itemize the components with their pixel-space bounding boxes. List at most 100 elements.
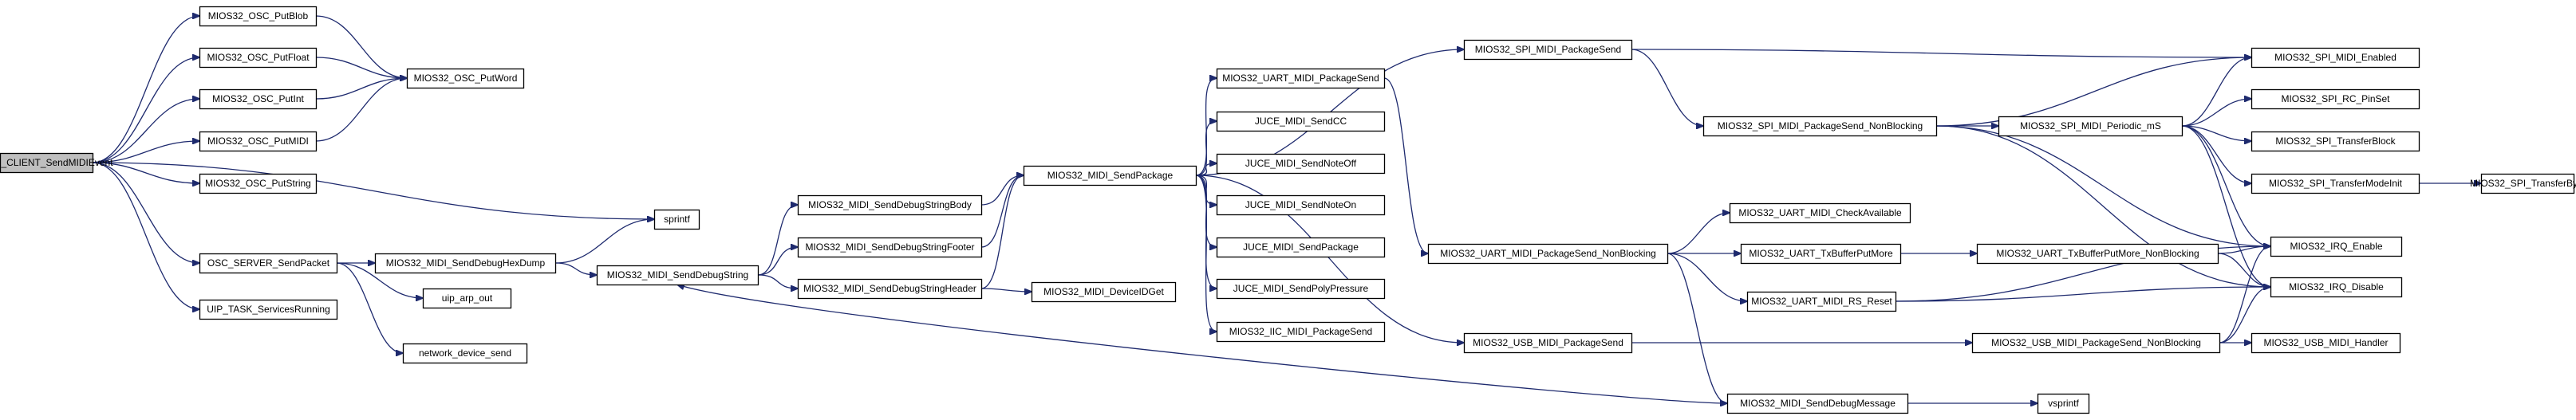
function-node-mios32_midi_deviceidget[interactable]: MIOS32_MIDI_DeviceIDGet	[1031, 281, 1177, 303]
call-edge-mios32_usb_midi_packagesend_nonblocking-to-mios32_irq_enable	[2219, 246, 2270, 343]
function-node-label: MIOS32_MIDI_SendDebugStringFooter	[805, 241, 974, 253]
function-node-mios32_irq_disable[interactable]: MIOS32_IRQ_Disable	[2270, 277, 2403, 298]
function-node-mios32_osc_putmidi[interactable]: MIOS32_OSC_PutMIDI	[199, 131, 318, 152]
function-node-mios32_usb_midi_packagesend_nonblocking[interactable]: MIOS32_USB_MIDI_PackageSend_NonBlocking	[1971, 332, 2221, 354]
function-node-box	[2251, 173, 2420, 194]
function-node-mios32_spi_rc_pinset[interactable]: MIOS32_SPI_RC_PinSet	[2251, 88, 2420, 110]
function-node-mios32_osc_putstring[interactable]: MIOS32_OSC_PutString	[199, 173, 318, 194]
function-node-mios32_uart_midi_packagesend_nonblocking[interactable]: MIOS32_UART_MIDI_PackageSend_NonBlocking	[1427, 243, 1669, 265]
function-node-mios32_midi_senddebugstringheader[interactable]: MIOS32_MIDI_SendDebugStringHeader	[797, 278, 983, 300]
function-node-box	[2270, 236, 2403, 257]
call-edge-mios32_uart_midi_packagesend_nonblocking-to-mios32_midi_senddebugmessage	[1667, 253, 1727, 403]
function-node-juce_midi_sendcc[interactable]: JUCE_MIDI_SendCC	[1216, 111, 1386, 132]
function-node-label: MIOS32_USB_MIDI_PackageSend_NonBlocking	[1991, 337, 2201, 348]
function-node-mios32_uart_midi_checkavailable[interactable]: MIOS32_UART_MIDI_CheckAvailable	[1729, 202, 1911, 224]
function-node-label: MIOS32_SPI_MIDI_Periodic_mS	[2020, 120, 2161, 131]
call-edge-osc_client_sendmidievent-to-uip_task_servicesrunning	[92, 162, 199, 309]
function-node-vsprintf[interactable]: vsprintf	[2037, 393, 2090, 414]
function-node-label: JUCE_MIDI_SendNoteOff	[1245, 158, 1357, 169]
function-node-network_device_send[interactable]: network_device_send	[402, 343, 528, 364]
function-node-juce_midi_sendnoteoff[interactable]: JUCE_MIDI_SendNoteOff	[1216, 153, 1386, 175]
call-edge-mios32_spi_midi_packagesend_nonblocking-to-mios32_spi_midi_enabled	[1935, 57, 2251, 127]
function-node-mios32_irq_enable[interactable]: MIOS32_IRQ_Enable	[2270, 236, 2403, 257]
call-edge-mios32_spi_midi_periodic_ms-to-mios32_irq_enable	[2181, 125, 2270, 246]
function-node-box	[199, 47, 318, 69]
function-node-label: MIOS32_MIDI_SendDebugString	[607, 269, 748, 281]
function-node-juce_midi_sendpolypressure[interactable]: JUCE_MIDI_SendPolyPressure	[1216, 278, 1386, 300]
call-edge-osc_client_sendmidievent-to-osc_server_sendpacket	[92, 162, 199, 263]
function-node-mios32_midi_senddebugstringbody[interactable]: MIOS32_MIDI_SendDebugStringBody	[797, 194, 983, 216]
function-node-box	[797, 194, 983, 216]
function-node-box	[2251, 131, 2420, 152]
function-node-juce_midi_sendnoteon[interactable]: JUCE_MIDI_SendNoteOn	[1216, 194, 1386, 216]
function-node-mios32_spi_midi_packagesend_nonblocking[interactable]: MIOS32_SPI_MIDI_PackageSend_NonBlocking	[1702, 116, 1938, 137]
function-node-mios32_osc_putblob[interactable]: MIOS32_OSC_PutBlob	[199, 6, 318, 27]
function-node-label: MIOS32_SPI_TransferByte	[2470, 178, 2576, 189]
call-edge-mios32_osc_putblob-to-mios32_osc_putword	[315, 15, 407, 78]
function-node-mios32_osc_putword[interactable]: MIOS32_OSC_PutWord	[406, 68, 525, 89]
function-node-label: MIOS32_SPI_MIDI_PackageSend_NonBlocking	[1718, 120, 1923, 131]
function-node-mios32_uart_midi_rs_reset[interactable]: MIOS32_UART_MIDI_RS_Reset	[1746, 291, 1897, 312]
function-node-box	[1729, 202, 1911, 224]
function-node-mios32_midi_senddebugstringfooter[interactable]: MIOS32_MIDI_SendDebugStringFooter	[797, 237, 983, 258]
call-edge-mios32_midi_sendpackage-to-juce_midi_sendnoteoff	[1195, 163, 1217, 176]
function-node-label: MIOS32_IRQ_Enable	[2290, 241, 2382, 252]
function-node-mios32_spi_midi_packagesend[interactable]: MIOS32_SPI_MIDI_PackageSend	[1463, 39, 1633, 61]
function-node-label: network_device_send	[419, 347, 511, 359]
function-node-mios32_midi_sendpackage[interactable]: MIOS32_MIDI_SendPackage	[1023, 165, 1197, 186]
function-node-label: MIOS32_MIDI_SendPackage	[1047, 170, 1174, 181]
function-node-box	[1216, 68, 1386, 89]
function-node-mios32_spi_midi_periodic_ms[interactable]: MIOS32_SPI_MIDI_Periodic_mS	[1998, 116, 2183, 137]
function-node-box	[2037, 393, 2090, 414]
function-node-box	[422, 288, 512, 309]
function-node-label: MIOS32_MIDI_SendDebugHexDump	[386, 257, 546, 269]
function-node-mios32_uart_midi_packagesend[interactable]: MIOS32_UART_MIDI_PackageSend	[1216, 68, 1386, 89]
function-node-mios32_midi_senddebugmessage[interactable]: MIOS32_MIDI_SendDebugMessage	[1726, 393, 1909, 414]
function-node-box	[1976, 243, 2219, 265]
function-node-box	[1740, 243, 1902, 265]
function-node-label: MIOS32_USB_MIDI_PackageSend	[1473, 337, 1623, 348]
function-node-mios32_spi_transferblock[interactable]: MIOS32_SPI_TransferBlock	[2251, 131, 2420, 152]
function-node-label: JUCE_MIDI_SendNoteOn	[1245, 199, 1356, 210]
function-node-label: MIOS32_UART_MIDI_RS_Reset	[1751, 296, 1892, 307]
function-node-mios32_uart_txbufferputmore[interactable]: MIOS32_UART_TxBufferPutMore	[1740, 243, 1902, 265]
function-node-mios32_osc_putint[interactable]: MIOS32_OSC_PutInt	[199, 88, 318, 110]
function-node-label: MIOS32_UART_TxBufferPutMore_NonBlocking	[1996, 248, 2199, 259]
function-node-uip_task_servicesrunning[interactable]: UIP_TASK_ServicesRunning	[199, 299, 338, 320]
function-node-mios32_iic_midi_packagesend[interactable]: MIOS32_IIC_MIDI_PackageSend	[1216, 321, 1386, 343]
function-node-label: MIOS32_SPI_RC_PinSet	[2281, 93, 2390, 104]
call-edge-mios32_osc_putint-to-mios32_osc_putword	[315, 78, 407, 100]
function-node-mios32_usb_midi_handler[interactable]: MIOS32_USB_MIDI_Handler	[2251, 332, 2401, 354]
function-node-label: MIOS32_OSC_PutInt	[212, 93, 304, 104]
function-node-box	[1216, 321, 1386, 343]
function-node-box	[1998, 116, 2183, 137]
function-node-box	[0, 152, 94, 174]
call-edge-osc_client_sendmidievent-to-sprintf	[92, 162, 654, 219]
function-node-sprintf[interactable]: sprintf	[653, 209, 700, 230]
function-node-mios32_osc_putfloat[interactable]: MIOS32_OSC_PutFloat	[199, 47, 318, 69]
function-node-mios32_uart_txbufferputmore_nonblocking[interactable]: MIOS32_UART_TxBufferPutMore_NonBlocking	[1976, 243, 2219, 265]
function-node-mios32_spi_transferbyte[interactable]: MIOS32_SPI_TransferByte	[2470, 173, 2576, 194]
function-node-osc_server_sendpacket[interactable]: OSC_SERVER_SendPacket	[199, 253, 338, 274]
call-edge-mios32_spi_midi_periodic_ms-to-mios32_spi_midi_enabled	[2181, 57, 2251, 127]
function-node-osc_client_sendmidievent[interactable]: OSC_CLIENT_SendMIDIEvent	[0, 152, 113, 174]
function-node-mios32_midi_senddebughexdump[interactable]: MIOS32_MIDI_SendDebugHexDump	[374, 253, 557, 274]
function-node-label: MIOS32_OSC_PutBlob	[208, 10, 309, 22]
call-edge-mios32_spi_midi_packagesend_nonblocking-to-mios32_irq_disable	[1935, 125, 2270, 287]
function-node-mios32_midi_senddebugstring[interactable]: MIOS32_MIDI_SendDebugString	[596, 265, 759, 286]
function-node-box	[1463, 39, 1633, 61]
function-node-mios32_spi_midi_enabled[interactable]: MIOS32_SPI_MIDI_Enabled	[2251, 47, 2420, 69]
call-edge-mios32_midi_senddebugstring-to-mios32_midi_senddebugstringbody	[757, 205, 798, 276]
call-edge-mios32_uart_midi_packagesend_nonblocking-to-mios32_uart_midi_checkavailable	[1667, 213, 1730, 254]
call-edge-mios32_spi_midi_packagesend_nonblocking-to-mios32_irq_enable	[1935, 125, 2270, 246]
function-node-box	[2251, 332, 2401, 354]
function-node-label: MIOS32_MIDI_SendDebugStringBody	[808, 199, 972, 210]
call-edge-mios32_spi_midi_periodic_ms-to-mios32_spi_transferblock	[2181, 125, 2251, 141]
call-edge-mios32_midi_senddebugstringfooter-to-mios32_midi_sendpackage	[980, 175, 1024, 248]
function-node-uip_arp_out[interactable]: uip_arp_out	[422, 288, 512, 309]
function-node-label: MIOS32_SPI_TransferModeInit	[2269, 178, 2403, 189]
function-node-mios32_usb_midi_packagesend[interactable]: MIOS32_USB_MIDI_PackageSend	[1463, 332, 1633, 354]
function-node-mios32_spi_transfermodeinit[interactable]: MIOS32_SPI_TransferModeInit	[2251, 173, 2420, 194]
function-node-juce_midi_sendpackage[interactable]: JUCE_MIDI_SendPackage	[1216, 237, 1386, 258]
call-edge-osc_client_sendmidievent-to-mios32_osc_putfloat	[92, 57, 199, 163]
